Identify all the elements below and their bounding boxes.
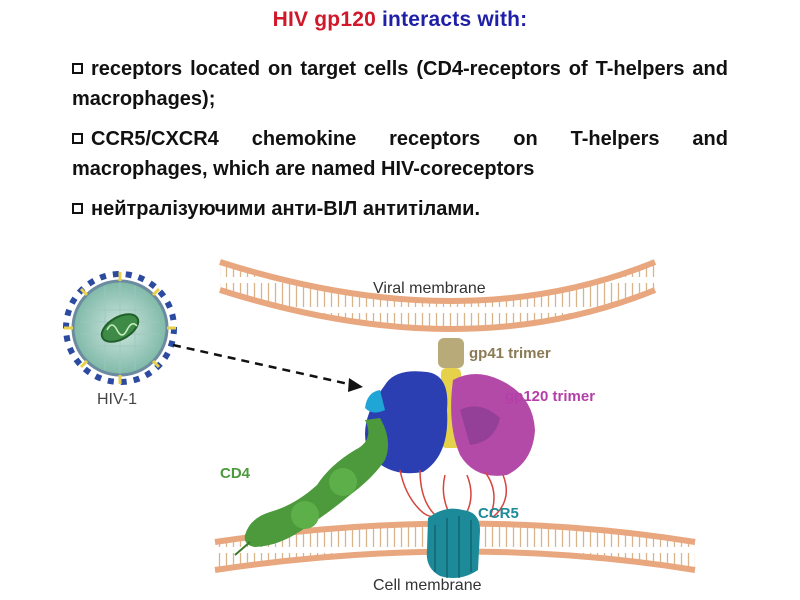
- bullet-text: нейтралізуючими анти-ВІЛ антитілами.: [91, 198, 480, 220]
- ccr5-label: CCR5: [478, 505, 519, 522]
- gp120-trimer-icon: [365, 371, 535, 476]
- hiv-virion-icon: [63, 271, 177, 385]
- cd4-label: CD4: [220, 465, 251, 482]
- cd4-receptor-icon: [234, 418, 389, 556]
- title-hiv: HIV: [272, 8, 309, 31]
- viral-membrane: [219, 259, 657, 332]
- bullet-text: CCR5/CXCR4 chemokine receptors on T-help…: [72, 128, 728, 180]
- ccr5-receptor-icon: [426, 508, 480, 578]
- bullet-text: receptors located on target cells (CD4-r…: [72, 58, 728, 110]
- checkbox-bullet-icon: [72, 133, 83, 144]
- checkbox-bullet-icon: [72, 63, 83, 74]
- hiv-entry-figure: Viral membrane Cell membrane: [55, 250, 755, 600]
- bullet-item-antibodies: нейтралізуючими анти-ВІЛ антитілами.: [72, 194, 728, 224]
- gp120-label: gp120 trimer: [505, 388, 595, 405]
- viral-membrane-label: Viral membrane: [373, 280, 486, 297]
- cell-membrane-label: Cell membrane: [373, 577, 482, 594]
- title-gp120: gp120: [314, 8, 376, 31]
- title-interacts: interacts with:: [382, 8, 528, 31]
- bullet-item-receptors: receptors located on target cells (CD4-r…: [72, 54, 728, 114]
- bullet-item-coreceptors: CCR5/CXCR4 chemokine receptors on T-help…: [72, 124, 728, 184]
- bullet-list: receptors located on target cells (CD4-r…: [72, 54, 728, 234]
- figure-svg: Viral membrane Cell membrane: [63, 259, 696, 594]
- dashed-arrow-icon: [172, 343, 363, 392]
- gp41-label: gp41 trimer: [469, 345, 551, 362]
- hiv-label: HIV-1: [97, 391, 137, 408]
- slide-title: HIV gp120 interacts with:: [0, 8, 800, 32]
- checkbox-bullet-icon: [72, 203, 83, 214]
